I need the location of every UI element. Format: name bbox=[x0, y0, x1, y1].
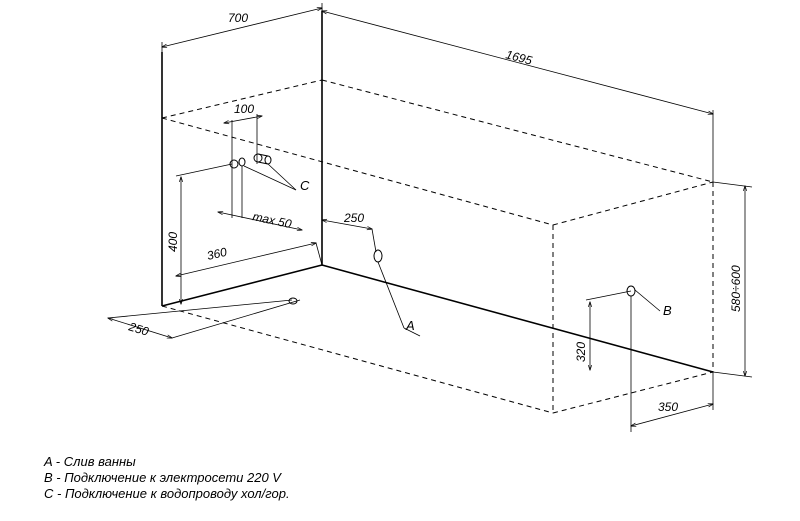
label-a: A bbox=[405, 318, 415, 333]
dimension-front-250-label: 250 bbox=[126, 319, 151, 339]
water-supply-c: 100 max 50 C bbox=[218, 102, 310, 231]
dimension-height-400: 400 bbox=[166, 163, 233, 304]
power-outlet-b: 320 B 350 bbox=[574, 285, 713, 432]
dimension-height-range: 580÷600 bbox=[712, 181, 753, 378]
legend-item-c: C - Подключение к водопроводу хол/гор. bbox=[44, 486, 290, 501]
dimension-drain-offset-label: 250 bbox=[343, 211, 364, 225]
dimension-height-range-label: 580÷600 bbox=[729, 265, 743, 312]
dimension-height-400-label: 400 bbox=[166, 232, 180, 252]
dimension-max-label: max 50 bbox=[251, 209, 293, 231]
legend: A - Слив ванны B - Подключение к электро… bbox=[44, 454, 290, 502]
dimension-outlet-spacing-label: 100 bbox=[234, 102, 254, 116]
dimension-length: 1695 bbox=[322, 8, 713, 182]
wall-outline bbox=[161, 11, 714, 373]
legend-item-a: A - Слив ванны bbox=[44, 454, 136, 469]
dimension-depth-360-label: 360 bbox=[206, 245, 229, 263]
legend-item-b: B - Подключение к электросети 220 V bbox=[44, 470, 281, 485]
dimension-power-offset-label: 350 bbox=[658, 400, 678, 414]
dimension-power-height-label: 320 bbox=[574, 342, 588, 362]
dimension-width: 700 bbox=[162, 3, 322, 52]
dimension-width-label: 700 bbox=[228, 11, 248, 25]
dimension-depth-360: 360 bbox=[176, 243, 323, 276]
label-c: C bbox=[300, 178, 310, 193]
dimension-front-250: 250 bbox=[108, 297, 301, 339]
dimension-length-label: 1695 bbox=[504, 47, 534, 67]
bathtub-outline bbox=[161, 79, 714, 414]
drain-a: 250 A bbox=[322, 211, 421, 337]
label-b: B bbox=[663, 303, 672, 318]
